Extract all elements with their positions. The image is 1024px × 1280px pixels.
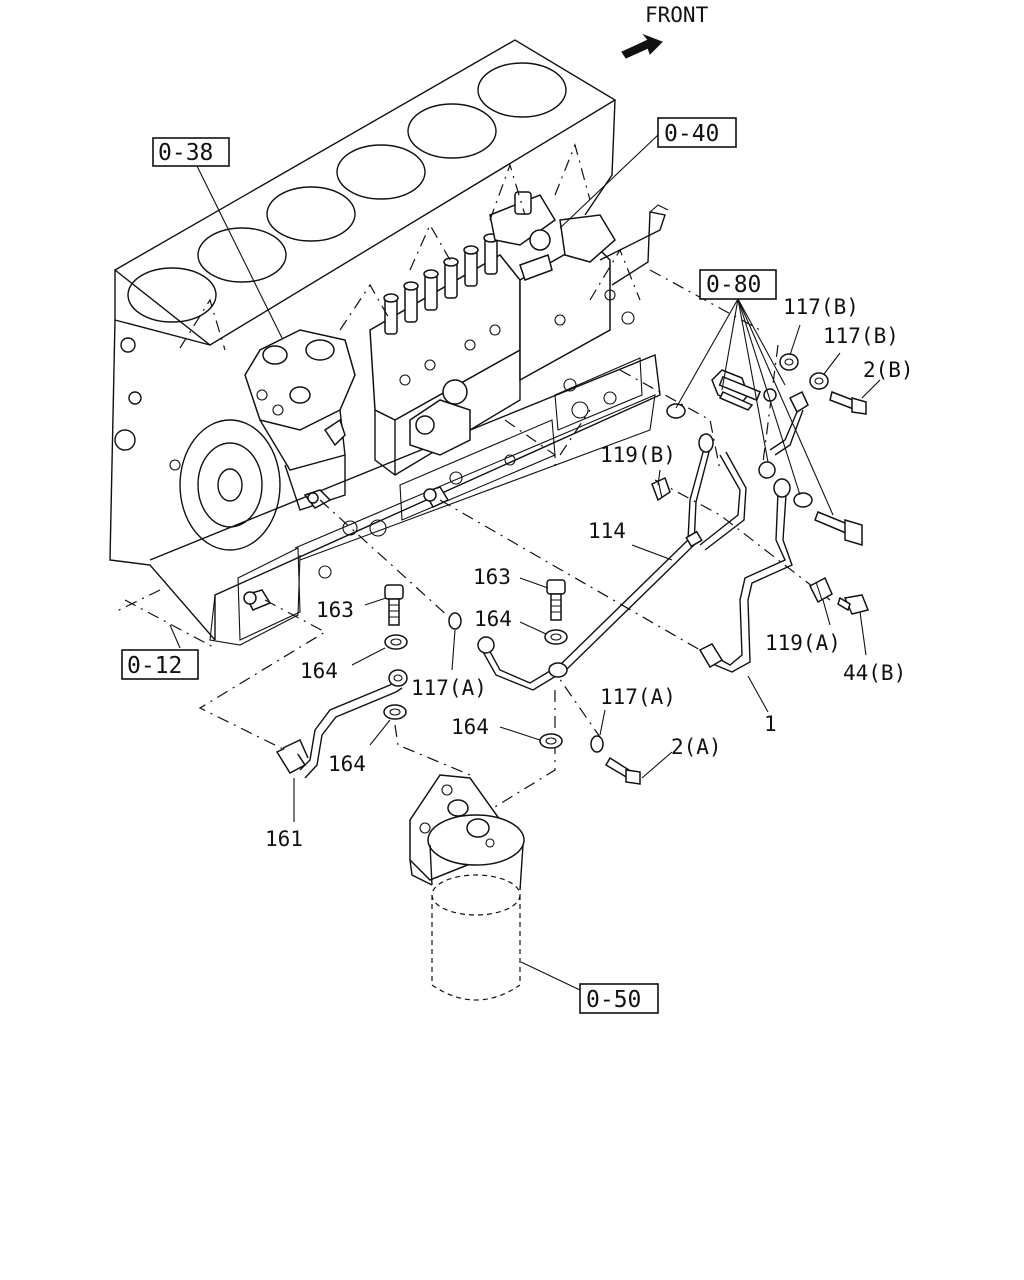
callout-164-a: 164: [474, 607, 512, 631]
washer-164-c: [544, 629, 568, 645]
air-compressor: [244, 329, 356, 511]
eye-bolt-163-b: [546, 579, 566, 621]
gasket-117b-1: [779, 353, 799, 371]
small-parts: [383, 353, 870, 785]
callout-117b-2: 117(B): [823, 324, 899, 348]
callout-163-a: 163: [473, 565, 511, 589]
callout-117a-1: 117(A): [411, 676, 487, 700]
eye-bolt-163-a: [384, 584, 404, 626]
clip-119b: [651, 476, 671, 502]
injection-pump: [369, 191, 669, 476]
pipe-161: [275, 669, 408, 779]
callout-164-b: 164: [300, 659, 338, 683]
bolt-2a: [604, 756, 641, 785]
washer-164-a: [384, 634, 408, 650]
engine-block: [109, 39, 661, 646]
ref-box-0-38: 0-38: [152, 137, 230, 167]
callout-119b: 119(B): [600, 443, 676, 467]
callout-44b: 44(B): [843, 661, 906, 685]
callout-2b: 2(B): [863, 358, 914, 382]
gasket-117a-2: [590, 735, 604, 753]
bolt-44b: [837, 594, 870, 615]
gasket-117b-2: [809, 372, 829, 390]
callout-117b-1: 117(B): [783, 295, 859, 319]
front-label: FRONT: [645, 3, 709, 27]
ref-label-0-40: 0-40: [664, 121, 719, 147]
pipe-114: [477, 433, 747, 691]
callout-114: 114: [588, 519, 626, 543]
ref-label-0-80: 0-80: [706, 272, 761, 298]
ref-label-0-50: 0-50: [586, 987, 641, 1013]
callout-119a: 119(A): [765, 631, 841, 655]
callout-164-d: 164: [328, 752, 366, 776]
ref-box-0-12: 0-12: [121, 649, 199, 680]
washer-164-d: [539, 733, 563, 749]
pipe-1: [698, 390, 809, 673]
ref-label-0-38: 0-38: [158, 140, 213, 166]
dash-guide-lines: [114, 143, 831, 816]
clip-119a: [809, 576, 833, 604]
callout-163-b: 163: [316, 598, 354, 622]
pump-delivery-valves: [383, 233, 499, 335]
callout-1: 1: [764, 712, 777, 736]
bolt-2b: [829, 390, 867, 415]
leader-lines: [169, 134, 881, 991]
callout-164-c: 164: [451, 715, 489, 739]
callout-labels: 117(B) 117(B) 2(B) 119(B) 114 163 163 16…: [265, 295, 914, 851]
fuel-filter: [409, 774, 525, 1001]
front-arrow-icon: [621, 33, 663, 59]
ref-box-0-80: 0-80: [699, 269, 777, 300]
ref-box-0-40: 0-40: [657, 117, 737, 148]
callout-117a-2: 117(A): [600, 685, 676, 709]
ref-label-0-12: 0-12: [127, 653, 182, 679]
callout-2a: 2(A): [671, 735, 722, 759]
washer-164-b: [383, 704, 407, 720]
ref-box-0-50: 0-50: [579, 983, 659, 1014]
callout-161: 161: [265, 827, 303, 851]
gasket-117a-1: [448, 612, 462, 630]
